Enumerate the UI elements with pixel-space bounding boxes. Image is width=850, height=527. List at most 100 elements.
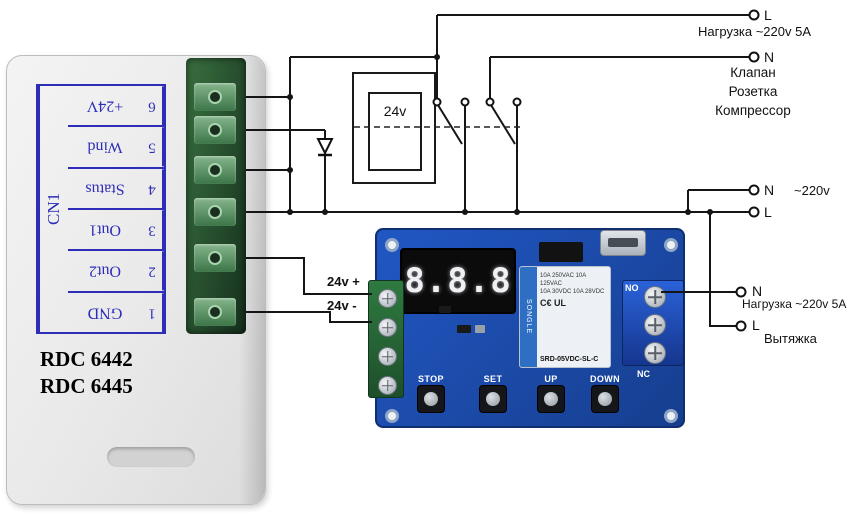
tactile-button [538, 386, 564, 412]
relay-rating: 10A 250VAC 10A 125VAC [540, 273, 586, 287]
screw-terminal [378, 347, 397, 366]
screw-terminal [644, 342, 666, 364]
wire-hole [208, 251, 222, 265]
relay-markings: 10A 250VAC 10A 125VAC 10A 30VDC 10A 28VD… [537, 267, 610, 367]
mounting-hole [385, 409, 399, 423]
smd-component [457, 325, 471, 333]
pin-label: Status [85, 180, 125, 198]
pin-row: Wind 5 [68, 127, 164, 169]
pin-number: 1 [142, 292, 164, 332]
pin-label: GND [87, 304, 123, 322]
screw-terminal [378, 376, 397, 395]
terminal-slot [194, 83, 236, 111]
nc-label: NC [637, 369, 650, 379]
model-line: RDC 6442 [40, 347, 133, 371]
device-bottom-label: Вытяжка [764, 331, 817, 346]
pin-label: +24V [86, 97, 124, 115]
endpoint-n-mid: N [764, 182, 775, 198]
contact-circles [432, 97, 522, 107]
pin-row: Out2 2 [68, 251, 164, 293]
relay-output-terminal-block [622, 280, 684, 366]
device-list: Клапан Розетка Компрессор [688, 63, 818, 120]
model-line: RDC 6445 [40, 374, 133, 398]
pin-rows: +24V 6 Wind 5 Status 4 Out1 3 Out2 2 GND… [68, 86, 164, 332]
device-name: Розетка [728, 84, 778, 99]
wire-hole [208, 163, 222, 177]
screw-terminal [378, 289, 397, 308]
mains-voltage-label: ~220v [794, 183, 830, 198]
relay-brand: SONGLE [520, 267, 537, 367]
relay-model: SRD-05VDC-SL-C [540, 356, 599, 363]
terminal-slot [194, 298, 236, 326]
wire-hole [208, 123, 222, 137]
button-label: SET [483, 374, 503, 384]
mounting-hole [664, 409, 678, 423]
pin-label: Out2 [89, 262, 121, 280]
power-screw-terminal-block [368, 280, 404, 398]
smd-component [475, 325, 485, 333]
pin-number: 6 [142, 86, 164, 126]
timer-relay-pcb: 8.8.8 SONGLE 10A 250VAC 10A 125VAC 10A 3… [368, 228, 685, 428]
tactile-button [418, 386, 444, 412]
relay-rating: 10A 30VDC 10A 28VDC [540, 289, 605, 295]
button-label: UP [544, 374, 558, 384]
endpoint-l-top: L [764, 7, 772, 23]
set-button-group: SET [471, 374, 515, 412]
up-button-group: UP [529, 374, 573, 412]
seven-segment-display: 8.8.8 [400, 248, 516, 314]
terminal-slot [194, 198, 236, 226]
screw-terminal [378, 318, 397, 337]
mounting-hole [385, 238, 399, 252]
pin-number: 2 [142, 251, 164, 291]
wire-hole [208, 205, 222, 219]
button-label: DOWN [589, 374, 621, 384]
flyback-diode [316, 138, 334, 157]
wire-hole [208, 90, 222, 104]
screw-terminal [644, 286, 666, 308]
pin-row: +24V 6 [68, 86, 164, 128]
terminal-slot [194, 156, 236, 184]
controller-terminal-block [186, 58, 246, 334]
supply-plus-label: 24v + [327, 274, 360, 289]
controller-notch [107, 447, 195, 467]
cn1-pinout-table: CN1 +24V 6 Wind 5 Status 4 Out1 3 Out2 2 [36, 84, 166, 334]
endpoint-n-top: N [764, 49, 775, 65]
wire-hole [208, 305, 222, 319]
relay-component: SONGLE 10A 250VAC 10A 125VAC 10A 30VDC 1… [519, 266, 611, 368]
ic-chip [539, 242, 583, 262]
relay-coil-box: 24v [352, 72, 436, 184]
cn1-label: CN1 [38, 86, 68, 332]
mounting-hole [664, 238, 678, 252]
junction-dots [287, 54, 713, 215]
no-label: NO [625, 283, 639, 293]
device-name: Компрессор [715, 103, 791, 118]
micro-usb-port [600, 230, 646, 256]
button-label: STOP [418, 374, 444, 384]
pin-number: 4 [142, 168, 164, 208]
terminal-slot [194, 244, 236, 272]
pin-row: Out1 3 [68, 209, 164, 252]
relay-cert-marks: C€ UL [540, 298, 567, 308]
pin-number: 5 [142, 127, 164, 167]
screw-terminal [644, 314, 666, 336]
terminal-slot [194, 116, 236, 144]
controller-model-text: RDC 6442 RDC 6445 [40, 346, 133, 400]
tactile-button [480, 386, 506, 412]
usb-slot [608, 238, 638, 247]
tactile-button [592, 386, 618, 412]
endpoint-n-bottom: N [752, 283, 763, 299]
device-name: Клапан [730, 65, 776, 80]
down-button-group: DOWN [583, 374, 627, 412]
supply-minus-label: 24v - [327, 298, 357, 313]
smd-component [439, 306, 451, 313]
coil-voltage-label: 24v [368, 92, 422, 171]
pin-row: Status 4 [68, 168, 164, 210]
load-top-label: Нагрузка ~220v 5A [698, 24, 812, 39]
pin-label: Out1 [89, 221, 121, 239]
pin-row: GND 1 [68, 292, 164, 332]
endpoint-l-bottom: L [752, 317, 760, 333]
endpoint-l-mid: L [764, 204, 772, 220]
pin-label: Wind [87, 139, 123, 156]
stop-button-group: STOP [409, 374, 453, 412]
